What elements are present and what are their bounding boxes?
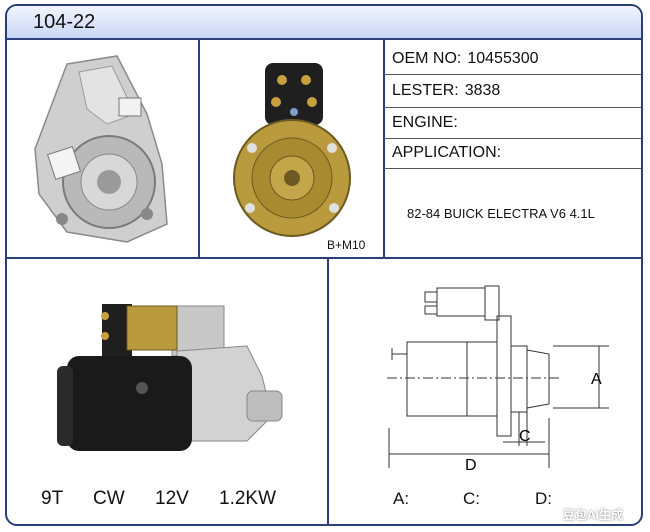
dimension-a-marker: A	[591, 371, 602, 388]
dimension-a-field: A:	[393, 489, 409, 509]
divider	[383, 40, 385, 258]
engine-row: ENGINE:	[392, 114, 464, 132]
watermark: 豆包AI生成	[562, 508, 623, 522]
divider	[327, 258, 329, 524]
application-value: 82-84 BUICK ELECTRA V6 4.1L	[407, 206, 595, 221]
terminal-label: B+M10	[327, 238, 366, 252]
row-divider	[384, 168, 641, 169]
oem-label: OEM NO:	[392, 50, 462, 67]
oem-value: 10455300	[467, 50, 539, 67]
power-spec: 1.2KW	[219, 488, 277, 509]
dimension-c-field: C:	[463, 489, 480, 509]
starter-side-view-image	[57, 304, 283, 451]
dimension-diagram: A C D	[387, 285, 609, 473]
dimension-c-label: C:	[463, 489, 480, 508]
row-divider	[384, 74, 641, 75]
rotation-spec: CW	[93, 488, 125, 509]
dimension-d-marker: D	[465, 457, 477, 473]
part-number-title: 104-22	[33, 11, 96, 33]
lester-label: LESTER:	[392, 82, 459, 99]
lester-row: LESTER: 3838	[392, 82, 500, 100]
voltage-spec: 12V	[155, 488, 189, 509]
engine-label: ENGINE:	[392, 114, 458, 131]
row-divider	[384, 107, 641, 108]
starter-front-view-image	[34, 55, 168, 243]
divider	[198, 40, 200, 258]
dimension-c-marker: C	[519, 428, 531, 445]
oem-row: OEM NO: 10455300	[392, 50, 539, 68]
row-divider	[384, 138, 641, 139]
teeth-spec: 9T	[41, 488, 64, 509]
application-row: APPLICATION:	[392, 144, 501, 162]
dimension-d-label: D:	[535, 489, 552, 508]
dimension-d-field: D:	[535, 489, 552, 509]
dimension-a-label: A:	[393, 489, 410, 508]
divider	[7, 257, 641, 259]
lester-value: 3838	[464, 82, 501, 99]
title-bar: 104-22	[7, 6, 641, 40]
spec-sheet-card: 104-22 B+M10 OEM NO: 10455300 LESTER: 3838	[5, 4, 643, 526]
application-label: APPLICATION:	[392, 144, 502, 161]
starter-end-view-image	[233, 63, 351, 237]
